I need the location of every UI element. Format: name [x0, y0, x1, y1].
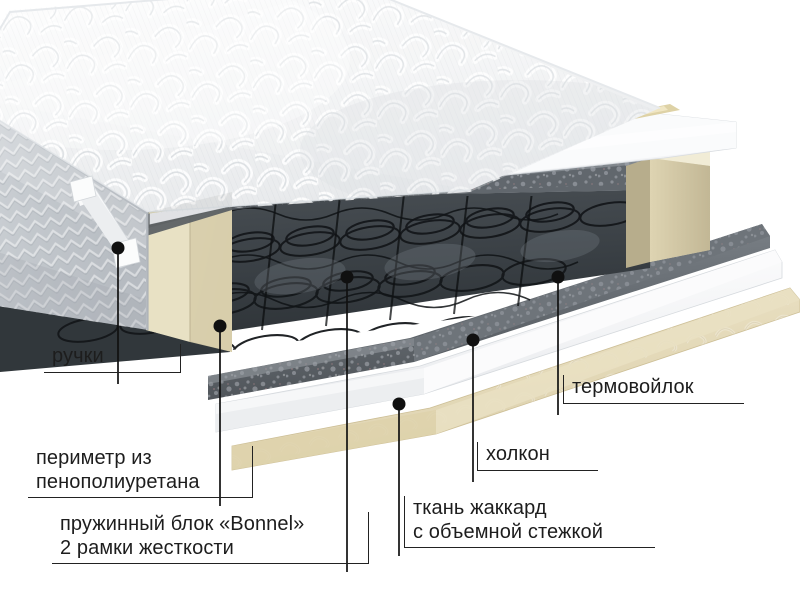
- leader-dot-pu-perimeter: [213, 319, 227, 333]
- callout-label-jacquard-fabric: ткань жаккард с объемной стежкой: [404, 496, 655, 549]
- layer-white-foam-holcon: [215, 249, 783, 433]
- callout-label-handles: ручки: [44, 344, 181, 373]
- layer-bottom-fabric: [231, 287, 800, 471]
- callout-label-pu-perimeter: периметр из пенополиуретана: [28, 446, 253, 499]
- leader-dot-handles: [111, 241, 125, 255]
- callout-label-thermofelt: термовойлок: [563, 375, 744, 404]
- leader-dot-spring-block: [340, 270, 354, 284]
- callout-label-holcon: холкон: [477, 442, 598, 471]
- leader-dot-thermofelt: [551, 270, 565, 284]
- leader-dot-jacquard: [392, 397, 406, 411]
- callout-label-spring-block: пружинный блок «Bonnel» 2 рамки жесткост…: [52, 512, 369, 565]
- layer-pu-foam-right-post: [626, 142, 710, 268]
- handle-strap: [69, 175, 141, 269]
- leader-dot-holcon: [466, 333, 480, 347]
